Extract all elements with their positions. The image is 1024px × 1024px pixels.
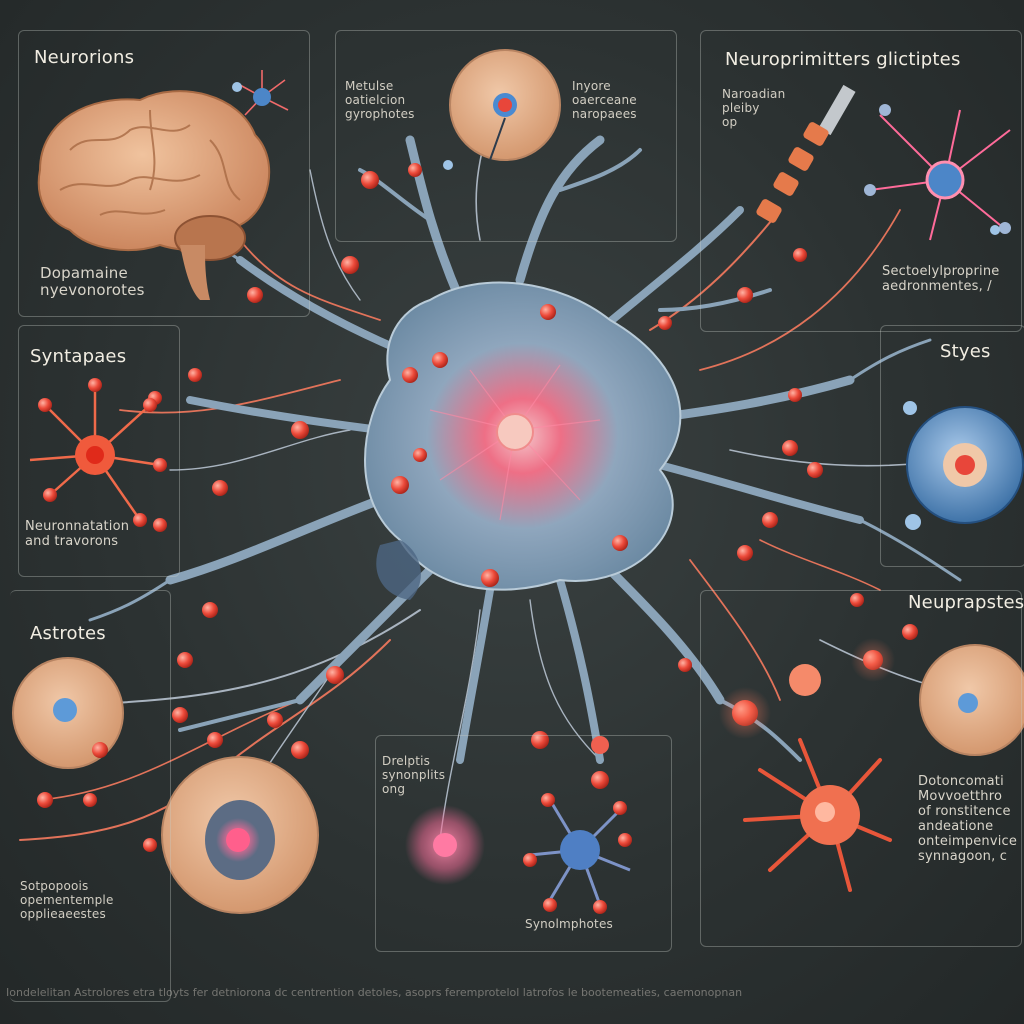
blue-disc-icon [906,406,1024,524]
panel-astrotes [10,590,171,1002]
label-neuroplasticity: Naroadian pleiby op [722,87,786,129]
neuron-icon [364,281,682,600]
panel-synapses [18,325,180,577]
panel-neurotransmitters [700,30,1022,332]
panel-dendrites [375,735,672,952]
panel-styes [880,325,1024,567]
astrocyte-icon [29,70,1011,906]
label-right-bottom: Dotoncomati Movvoetthro of ronstitence a… [918,774,1018,864]
label-neurotransmitters: Neuroprimitters glictiptes [725,49,961,70]
label-center-top-right: Inyore oaerceane naropaees [572,79,637,121]
footer-caption: Iondelelitan Astrolores etra tloyts fer … [6,986,743,999]
brain-icon [37,90,271,300]
label-dopamine: Dopamaine nyevonorotes [40,264,145,300]
label-synapses: Syntapaes [30,346,127,367]
label-neurorions: Neurorions [34,47,135,68]
panel-neurorions [18,30,310,317]
panel-bottom-right [700,590,1022,947]
label-styes: Styes [940,341,991,362]
label-secretory: Sectoelylproprine aedronmentes, / [882,264,1000,294]
label-neuprapstes: Neuprapstes [908,592,1024,613]
label-dendrites: Drelptis synonplits ong [382,754,446,796]
label-center-top-left: Metulse oatielcion gyrophotes [345,79,415,121]
label-astrotes: Astrotes [30,623,106,644]
synapse-node-icon [37,82,1000,914]
electrode-icon [756,84,856,223]
panel-center-top [335,30,677,242]
label-serotonin-left: Sotpopoois opementemple opplieaeestes [20,879,114,921]
label-neuro-arrangements: Neuronnatation and travorons [25,519,130,549]
dendrite-branches [88,135,962,764]
label-synophotes: Synolmphotes [525,917,613,931]
tissue-disc-icon [12,49,1024,914]
